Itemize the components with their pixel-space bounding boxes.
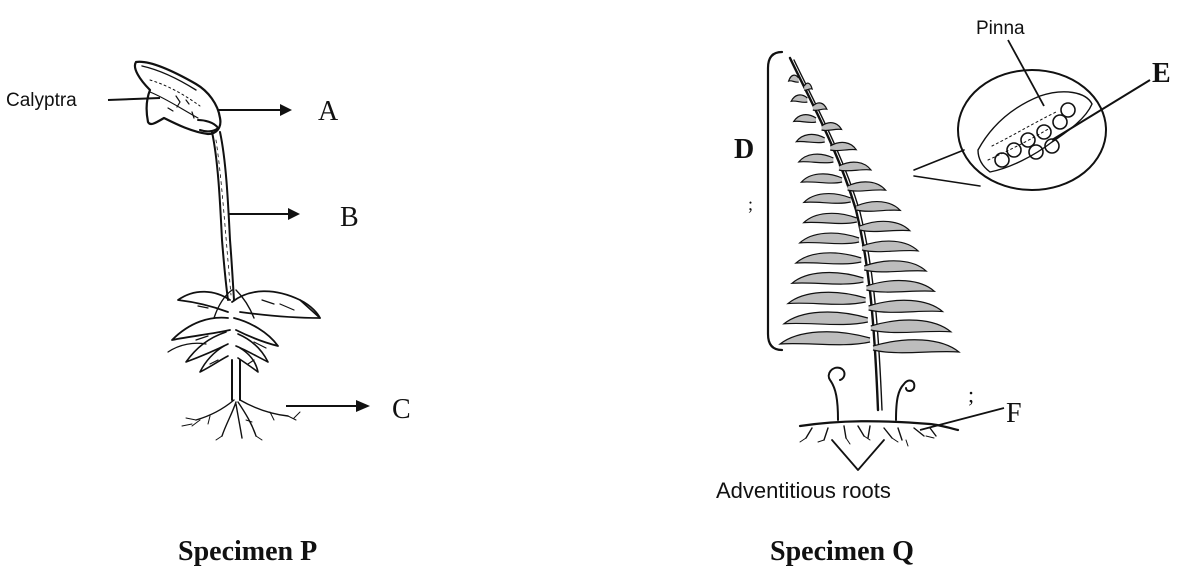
label-f-pointer-line <box>920 408 1004 430</box>
pinna-right <box>856 202 900 212</box>
inset-circle <box>958 70 1106 190</box>
pinna-left <box>804 194 851 204</box>
pinna-right <box>830 142 856 150</box>
pinna-right <box>804 83 812 90</box>
label-a-arrowhead <box>280 104 292 116</box>
pinna-right <box>873 340 959 353</box>
croziers <box>829 368 915 420</box>
sorus <box>995 153 1009 167</box>
adventitious-roots-pointer <box>832 440 884 470</box>
label-e-pointer-line <box>1052 80 1150 140</box>
leafy-gametophyte <box>168 290 320 372</box>
specimen-q-caption: Specimen Q <box>770 536 914 567</box>
pinna-left <box>800 233 859 244</box>
sorus <box>1029 145 1043 159</box>
specimen-p-moss: Calyptra A B C Specimen P <box>6 62 411 567</box>
label-c: C <box>392 394 411 425</box>
label-f: F <box>1006 398 1022 429</box>
pinna-right <box>871 320 951 333</box>
pinna-left <box>792 273 864 285</box>
bracket-mark: ; <box>748 194 753 214</box>
seta-stalk <box>212 132 234 300</box>
pinna-right <box>860 221 910 231</box>
pinna-left <box>784 312 868 325</box>
pinna-left <box>789 75 799 82</box>
label-b: B <box>340 202 359 233</box>
label-b-arrowhead <box>288 208 300 220</box>
sorus <box>1007 143 1021 157</box>
pinna-left <box>796 253 861 264</box>
specimen-q-fern: D ; Pinna E ; <box>716 18 1171 567</box>
pinna-pointer-line <box>1008 40 1044 106</box>
label-e: E <box>1152 58 1171 89</box>
sorus <box>1061 103 1075 117</box>
pinna-right <box>813 103 827 110</box>
pinna-right <box>862 241 918 252</box>
fern-pinnae <box>780 75 959 353</box>
pinna-right <box>869 300 943 312</box>
pinna-left <box>791 95 807 102</box>
calyptra-pointer-line <box>108 98 160 100</box>
calyptra-label: Calyptra <box>6 90 77 111</box>
label-d: D <box>734 134 754 165</box>
pinna-left <box>788 292 866 304</box>
adventitious-roots-label: Adventitious roots <box>716 478 891 503</box>
pinna-left <box>804 213 857 223</box>
pinna-right <box>822 123 842 131</box>
magnified-pinna-inset <box>914 70 1106 190</box>
pinna-left <box>799 154 834 163</box>
label-c-arrowhead <box>356 400 370 412</box>
sorus <box>1037 125 1051 139</box>
pinna-right <box>839 162 871 171</box>
rhizome-mark: ; <box>968 382 974 407</box>
pinna-right <box>848 182 886 191</box>
frond-bracket <box>768 52 782 350</box>
pinna-left <box>801 174 842 183</box>
pinna-left <box>780 332 870 345</box>
specimen-p-caption: Specimen P <box>178 536 317 567</box>
pinna-left <box>794 115 816 123</box>
pinna-right <box>864 261 926 272</box>
pinna-left <box>796 134 824 142</box>
pinna-label: Pinna <box>976 18 1025 39</box>
label-a: A <box>318 96 339 127</box>
pinna-right <box>866 281 934 293</box>
rhizome-and-roots <box>800 421 958 446</box>
